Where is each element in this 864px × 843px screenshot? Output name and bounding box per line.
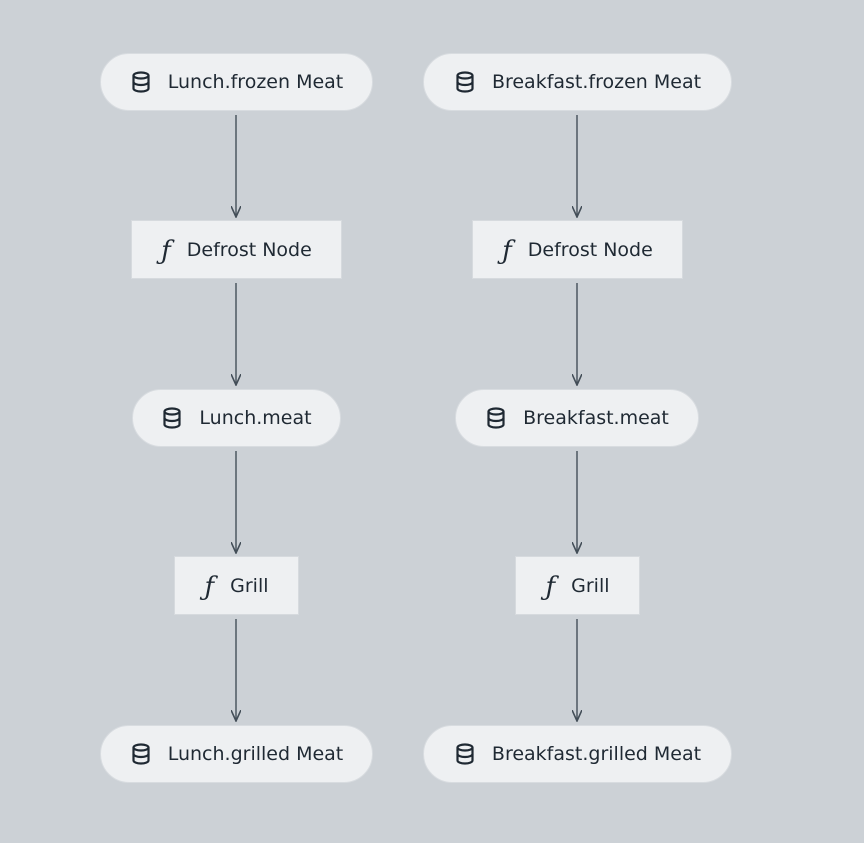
function-icon: ƒ: [204, 571, 215, 602]
database-icon: [454, 743, 476, 765]
database-icon: [161, 407, 183, 429]
database-icon: [485, 407, 507, 429]
node-label: Lunch.meat: [199, 407, 312, 429]
node-label: Defrost Node: [527, 238, 653, 261]
function-icon: ƒ: [502, 235, 512, 266]
database-icon: [454, 71, 476, 93]
task-node-lunch-defrost[interactable]: ƒ Defrost Node: [131, 220, 342, 279]
node-label: Breakfast.meat: [523, 407, 669, 429]
node-label: Grill: [230, 574, 269, 597]
database-icon: [130, 743, 152, 765]
task-node-breakfast-defrost[interactable]: ƒ Defrost Node: [472, 220, 683, 279]
node-label: Defrost Node: [186, 238, 312, 261]
node-label: Grill: [571, 574, 610, 597]
node-label: Lunch.grilled Meat: [167, 743, 344, 765]
function-icon: ƒ: [545, 571, 556, 602]
dataset-node-lunch-meat[interactable]: Lunch.meat: [132, 389, 341, 447]
node-label: Breakfast.grilled Meat: [491, 743, 702, 765]
function-icon: ƒ: [161, 235, 171, 266]
node-label: Lunch.frozen Meat: [167, 71, 344, 93]
dataset-node-breakfast-grilled-meat[interactable]: Breakfast.grilled Meat: [423, 725, 732, 783]
dataset-node-lunch-frozen-meat[interactable]: Lunch.frozen Meat: [100, 53, 373, 111]
dataset-node-breakfast-frozen-meat[interactable]: Breakfast.frozen Meat: [423, 53, 732, 111]
database-icon: [130, 71, 152, 93]
task-node-breakfast-grill[interactable]: ƒ Grill: [515, 556, 640, 615]
task-node-lunch-grill[interactable]: ƒ Grill: [174, 556, 299, 615]
dataset-node-lunch-grilled-meat[interactable]: Lunch.grilled Meat: [100, 725, 373, 783]
dataset-node-breakfast-meat[interactable]: Breakfast.meat: [455, 389, 699, 447]
node-label: Breakfast.frozen Meat: [491, 71, 702, 93]
